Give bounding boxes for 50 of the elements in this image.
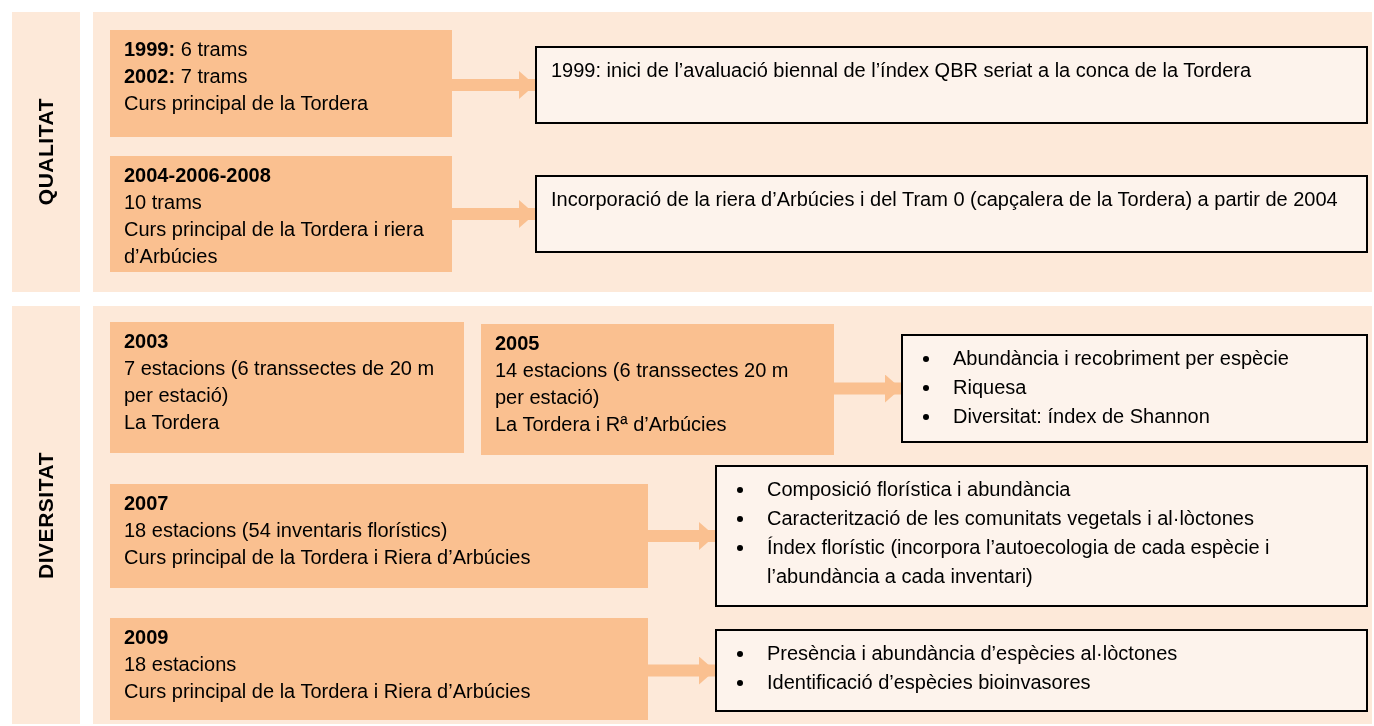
block-arrow: [452, 200, 535, 228]
detail-text: 10 trams: [124, 190, 203, 215]
detail-text: La Tordera: [124, 410, 221, 435]
category-band: [12, 306, 80, 724]
indicator-list-box: [901, 334, 1368, 443]
section-panel: [93, 12, 1372, 292]
bullet-item: Diversitat: índex de Shannon: [953, 404, 1210, 429]
description-box: [535, 46, 1368, 124]
indicator-list-box: [715, 465, 1368, 607]
description-text: Incorporació de la riera d’Arbúcies i del Tram 0 (capçalera de la Tordera) a partir de 2004: [551, 187, 1339, 212]
year-heading: 2009: [124, 625, 170, 650]
detail-text: 18 estacions: [124, 652, 238, 677]
category-label: DIVERSITAT: [33, 451, 59, 579]
detail-text: Curs principal de la Tordera: [124, 91, 370, 116]
block-arrow: [648, 522, 715, 550]
detail-text: Curs principal de la Tordera i riera d’Arbúcies: [124, 217, 425, 269]
block-arrow: [648, 656, 715, 685]
detail-text: Curs principal de la Tordera i Riera d’Arbúcies: [124, 545, 532, 570]
bullet-item: Abundància i recobriment per espècie: [953, 346, 1289, 371]
detail-text: 18 estacions (54 inventaris florístics): [124, 518, 449, 543]
category-band: [12, 12, 80, 292]
survey-box: [110, 618, 648, 720]
survey-box: [110, 484, 648, 588]
detail-text: 1999: 6 trams: [124, 37, 249, 62]
bullet-item: Índex florístic (incorpora l’autoecologia de cada espècie i l’abundància a cada inventari): [767, 535, 1271, 589]
survey-box: [481, 324, 834, 455]
indicator-list-box: [715, 629, 1368, 712]
detail-text: Curs principal de la Tordera i Riera d’Arbúcies: [124, 679, 532, 704]
block-arrow: [834, 374, 901, 403]
year-heading: 2007: [124, 491, 170, 516]
bullet-item: Presència i abundància d’espècies al·lòctones: [767, 641, 1178, 666]
survey-box: [110, 30, 452, 137]
section-panel: [93, 306, 1372, 724]
year-heading: 2005: [495, 331, 541, 356]
survey-box: [110, 322, 464, 453]
bullet-item: Identificació d’espècies bioinvasores: [767, 670, 1091, 695]
bullet-item: Riquesa: [953, 375, 1027, 400]
detail-text: La Tordera i Rª d’Arbúcies: [495, 412, 728, 437]
bullet-item: Caracterització de les comunitats vegetals i al·lòctones: [767, 506, 1254, 531]
block-arrow: [452, 71, 535, 99]
detail-text: 7 estacions (6 transsectes de 20 m per estació): [124, 356, 436, 408]
detail-text: 14 estacions (6 transsectes 20 m per estació): [495, 358, 790, 410]
description-box: [535, 175, 1368, 253]
detail-text: 2002: 7 trams: [124, 64, 249, 89]
year-heading: 2004-2006-2008: [124, 163, 272, 188]
year-heading: 2003: [124, 329, 170, 354]
category-label: QUALITAT: [33, 98, 59, 206]
survey-box: [110, 156, 452, 272]
description-text: 1999: inici de l’avaluació biennal de l’índex QBR seriat a la conca de la Tordera: [551, 58, 1253, 83]
bullet-item: Composició florística i abundància: [767, 477, 1071, 502]
